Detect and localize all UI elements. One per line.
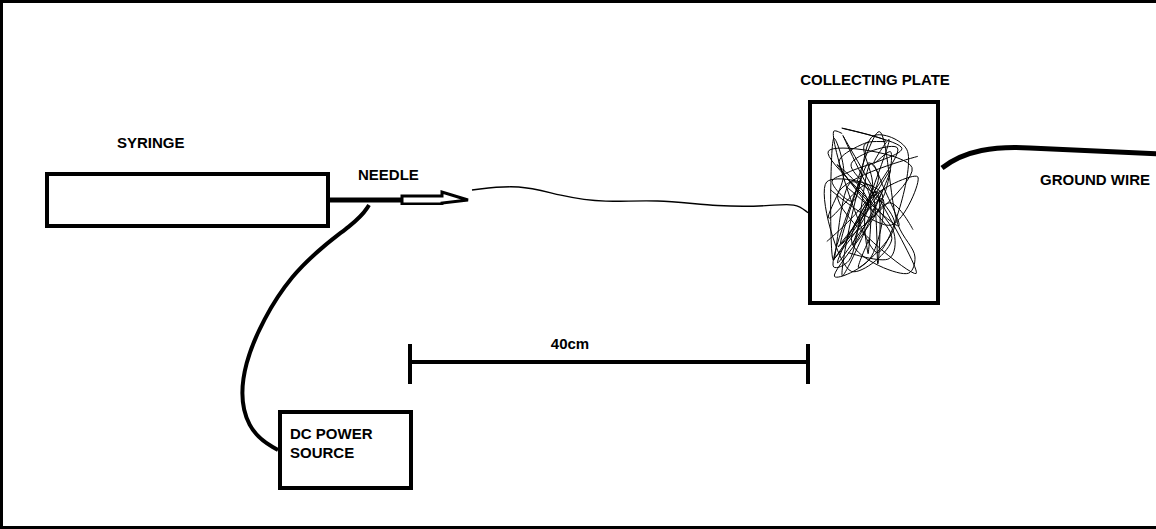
needle-node: NEEDLE (340, 165, 472, 205)
collecting-plate-node: COLLECTING PLATE (790, 68, 960, 305)
dimension-label: 40cm (530, 334, 610, 353)
dimension-tick (408, 344, 412, 384)
polymer-fiber (472, 187, 808, 213)
node-label: SYRINGE (45, 125, 330, 152)
node-label: COLLECTING PLATE (790, 68, 960, 89)
fiber-scribble (828, 138, 913, 267)
needle-tube (330, 198, 340, 203)
syringe-outline (45, 172, 330, 228)
fiber-scribble (824, 148, 912, 277)
ground-wire (942, 148, 1156, 168)
node-label: NEEDLE (340, 165, 472, 184)
dimension-line (410, 360, 808, 364)
collecting-plate-outline (808, 100, 940, 305)
syringe-node: SYRINGE (45, 125, 330, 228)
dimension-tick (806, 344, 810, 384)
ground-wire-label: GROUND WIRE (1040, 170, 1150, 189)
fiber-mat (824, 128, 918, 277)
dc-power-source-node: DC POWER SOURCE (278, 410, 413, 490)
node-label: DC POWER SOURCE (278, 410, 413, 462)
